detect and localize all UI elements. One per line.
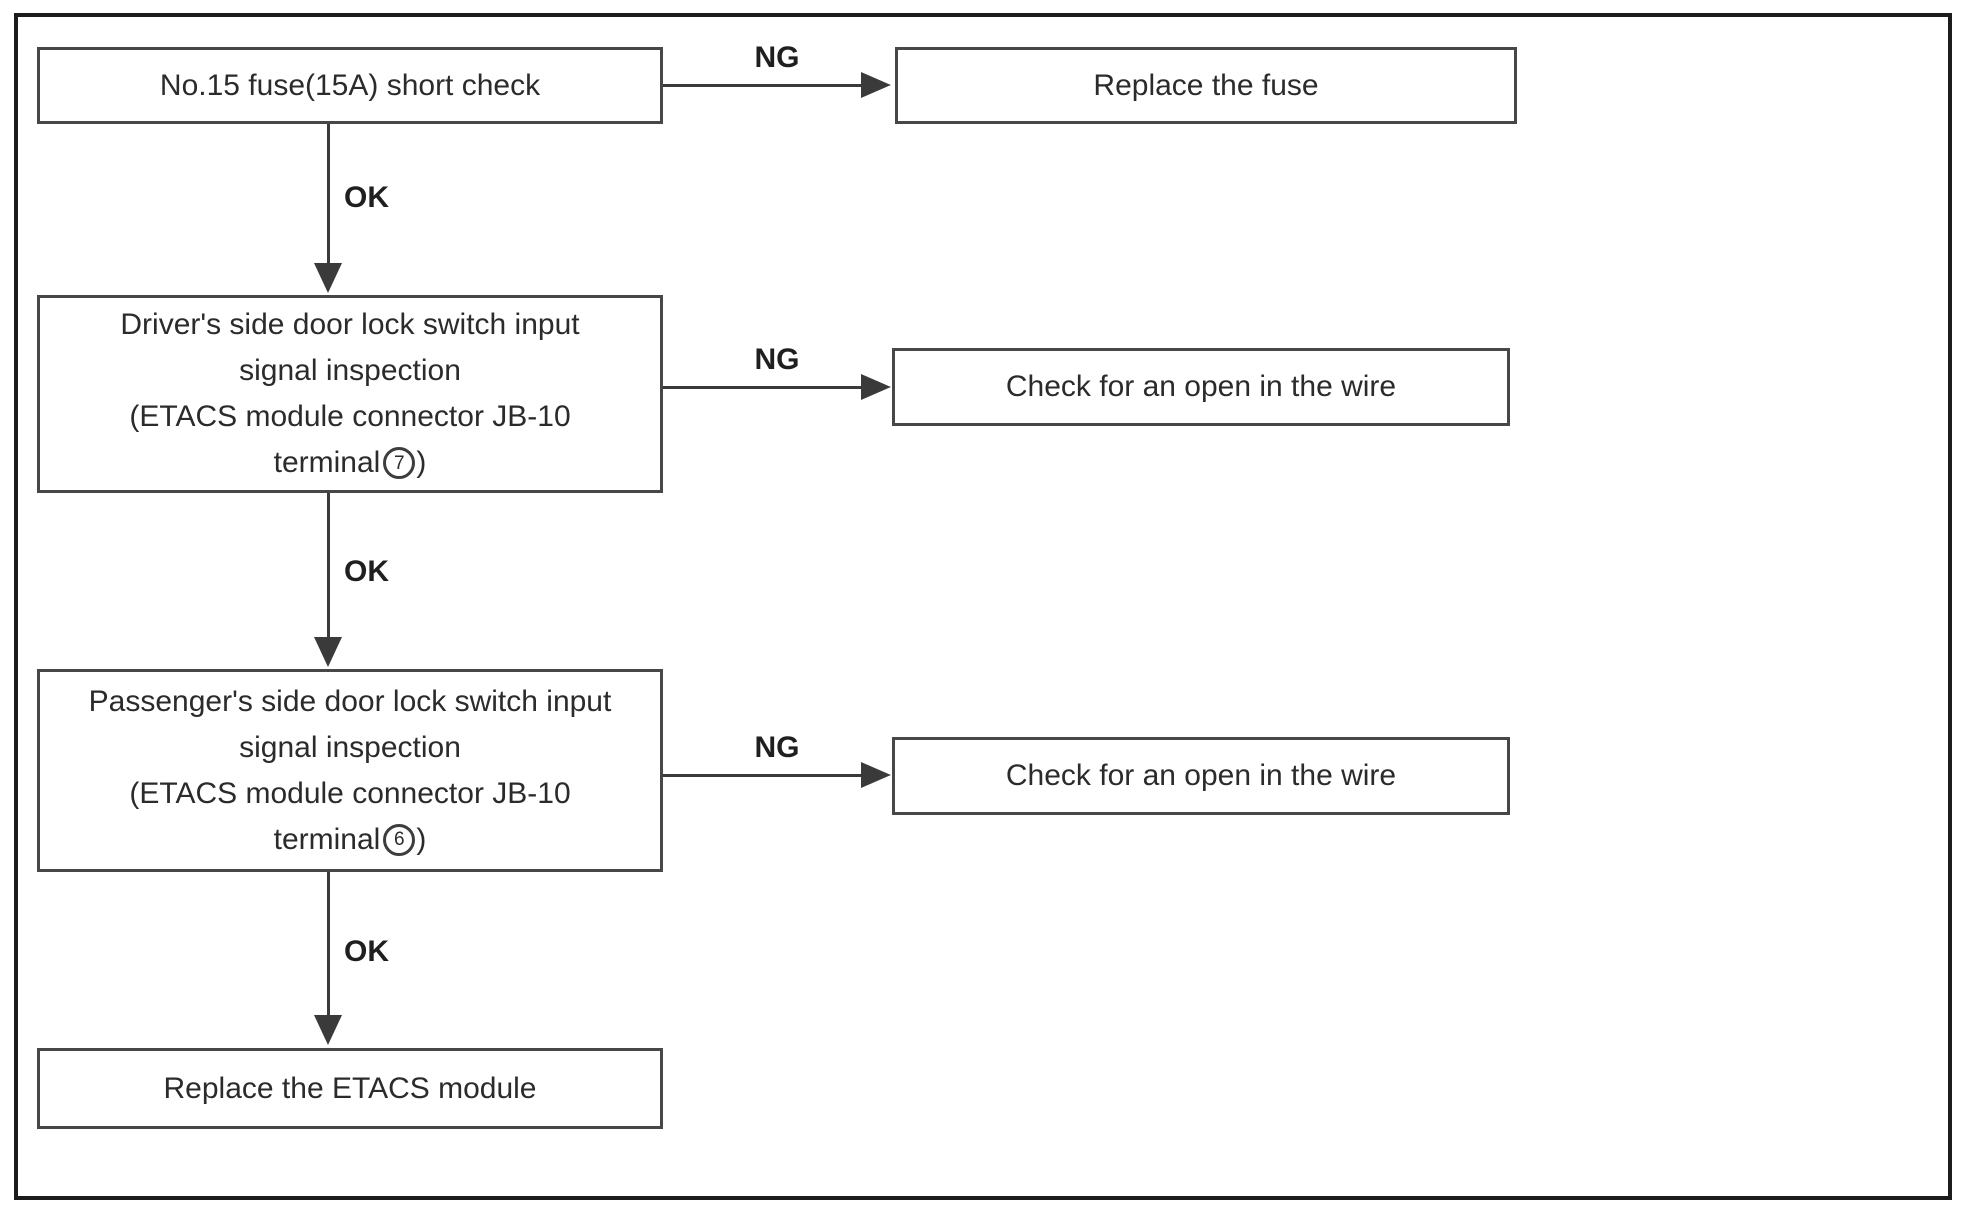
node-text-line: (ETACS module connector JB-10 bbox=[129, 400, 571, 433]
arrow-right-icon bbox=[861, 72, 891, 98]
circled-7-icon: 7 bbox=[383, 447, 416, 479]
terminal-suffix: ) bbox=[416, 446, 427, 479]
arrow-down-icon bbox=[314, 1015, 342, 1045]
connector-ng-2 bbox=[663, 386, 863, 389]
diagram-border bbox=[14, 13, 1952, 1200]
node-text: Replace the ETACS module bbox=[163, 1071, 537, 1105]
edge-label-ng-2: NG bbox=[754, 343, 800, 376]
node-check-wire-1: Check for an open in the wire bbox=[892, 348, 1510, 426]
node-text-line: Passenger's side door lock switch input bbox=[88, 684, 612, 718]
connector-ng-3 bbox=[663, 774, 863, 777]
connector-ok-1 bbox=[327, 124, 330, 264]
connector-ok-2 bbox=[327, 493, 330, 638]
node-check-wire-2: Check for an open in the wire bbox=[892, 737, 1510, 815]
terminal-label: terminal bbox=[273, 446, 381, 479]
node-replace-fuse: Replace the fuse bbox=[895, 47, 1517, 124]
node-text: Check for an open in the wire bbox=[1005, 759, 1397, 792]
arrow-right-icon bbox=[861, 762, 891, 788]
node-text-line: signal inspection bbox=[239, 730, 461, 764]
connector-ok-3 bbox=[327, 872, 330, 1016]
node-text-line: signal inspection bbox=[239, 354, 461, 387]
node-replace-etacs-module: Replace the ETACS module bbox=[37, 1048, 663, 1129]
arrow-down-icon bbox=[314, 263, 342, 293]
node-text-line: Driver's side door lock switch input bbox=[120, 308, 580, 341]
node-text: Replace the fuse bbox=[1093, 68, 1319, 102]
node-text: Check for an open in the wire bbox=[1005, 370, 1397, 403]
node-passenger-switch-inspection: Passenger's side door lock switch input … bbox=[37, 669, 663, 872]
terminal-suffix: ) bbox=[416, 822, 427, 856]
edge-label-ok-1: OK bbox=[344, 181, 389, 214]
arrow-right-icon bbox=[861, 374, 891, 400]
circled-6-icon: 6 bbox=[383, 823, 416, 856]
node-driver-switch-inspection: Driver's side door lock switch input sig… bbox=[37, 295, 663, 493]
edge-label-ng-3: NG bbox=[754, 731, 800, 764]
edge-label-ok-2: OK bbox=[344, 555, 389, 588]
connector-ng-1 bbox=[663, 84, 863, 87]
arrow-down-icon bbox=[314, 637, 342, 667]
node-fuse-check: No.15 fuse(15A) short check bbox=[37, 47, 663, 124]
node-text-line: terminal 7 ) bbox=[40, 440, 660, 486]
edge-label-ok-3: OK bbox=[344, 935, 389, 968]
node-text: No.15 fuse(15A) short check bbox=[159, 68, 541, 102]
terminal-label: terminal bbox=[273, 822, 381, 856]
edge-label-ng-1: NG bbox=[754, 41, 800, 74]
node-text-line: (ETACS module connector JB-10 bbox=[129, 776, 571, 810]
node-text-line: terminal 6 ) bbox=[40, 817, 660, 863]
